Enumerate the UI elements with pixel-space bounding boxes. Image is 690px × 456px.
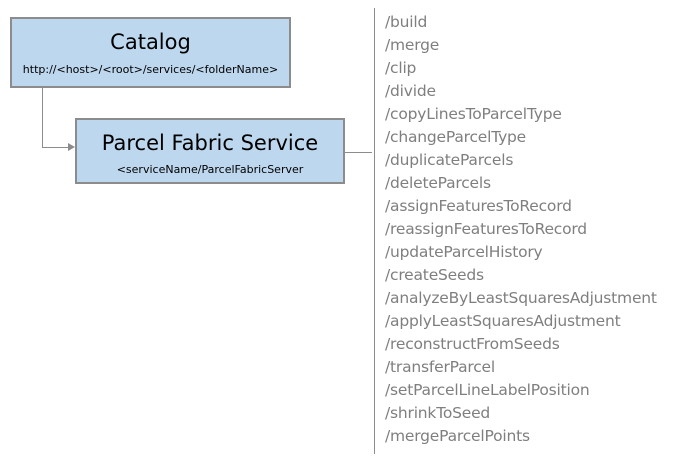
operation-item: /copyLinesToParcelType	[385, 105, 562, 123]
operation-item: /divide	[385, 82, 436, 100]
catalog-title: Catalog	[110, 30, 191, 54]
operation-item: /assignFeaturesToRecord	[385, 197, 572, 215]
operation-item: /applyLeastSquaresAdjustment	[385, 312, 621, 330]
operation-item: /shrinkToSeed	[385, 404, 491, 422]
operation-item: /deleteParcels	[385, 174, 491, 192]
operation-item: /setParcelLineLabelPosition	[385, 381, 590, 399]
service-url: <serviceName/ParcelFabricServer	[116, 163, 304, 176]
arrow-head-icon	[68, 143, 75, 151]
operation-item: /analyzeByLeastSquaresAdjustment	[385, 289, 657, 307]
catalog-url: http://<host>/<root>/services/<folderNam…	[22, 63, 279, 76]
operation-item: /build	[385, 13, 428, 31]
parcel-fabric-service-node: Parcel Fabric Service <serviceName/Parce…	[75, 118, 345, 184]
operation-item: /clip	[385, 59, 417, 77]
catalog-to-service-connector	[42, 88, 43, 148]
operation-item: /reassignFeaturesToRecord	[385, 220, 587, 238]
operation-item: /createSeeds	[385, 266, 484, 284]
operation-item: /duplicateParcels	[385, 151, 514, 169]
operation-item: /updateParcelHistory	[385, 243, 543, 261]
operation-item: /changeParcelType	[385, 128, 527, 146]
operation-item: /mergeParcelPoints	[385, 427, 530, 445]
catalog-node: Catalog http://<host>/<root>/services/<f…	[10, 17, 291, 88]
service-title: Parcel Fabric Service	[101, 131, 319, 155]
operations-bracket-line	[374, 8, 375, 454]
operation-item: /merge	[385, 36, 440, 54]
catalog-to-service-connector-horizontal	[42, 147, 69, 148]
service-to-operations-connector	[345, 152, 372, 153]
operation-item: /transferParcel	[385, 358, 495, 376]
operations-list: /build /merge /clip /divide /copyLinesTo…	[385, 11, 657, 448]
operation-item: /reconstructFromSeeds	[385, 335, 560, 353]
